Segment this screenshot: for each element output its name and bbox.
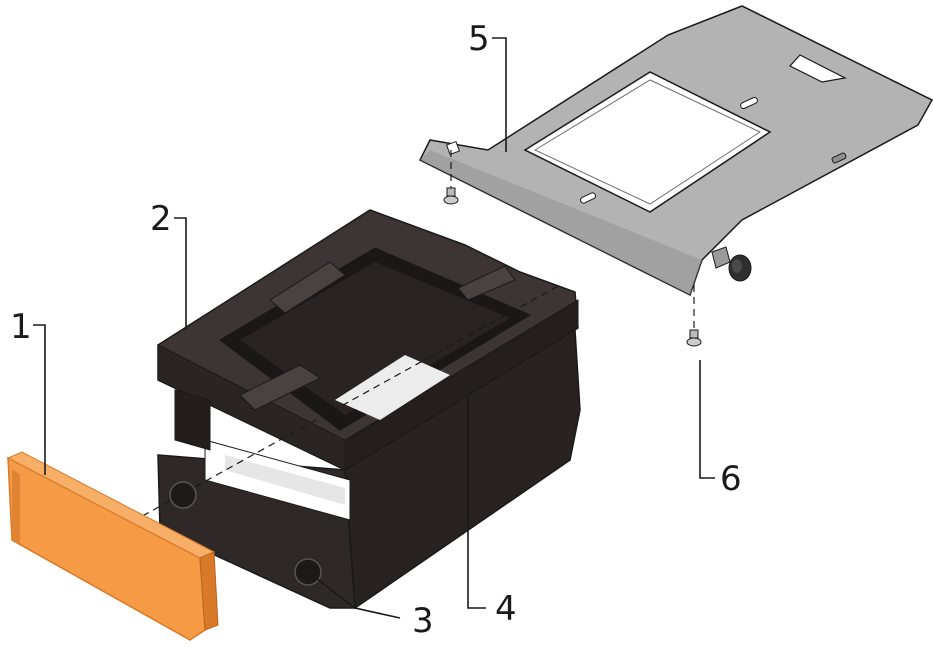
- callout-3: 3: [307, 571, 434, 641]
- screw-right: [686, 285, 702, 347]
- callout-1: 1: [10, 307, 46, 475]
- callout-label-6: 6: [720, 459, 742, 499]
- callout-label-1: 1: [10, 307, 32, 347]
- callout-6: 6: [699, 360, 742, 499]
- callout-label-5: 5: [468, 19, 490, 59]
- screw-left: [443, 150, 459, 205]
- callout-label-2: 2: [150, 199, 172, 239]
- mounting-plate: [418, 5, 933, 297]
- callout-5: 5: [468, 19, 507, 152]
- callout-label-4: 4: [495, 589, 517, 629]
- orange-cover: [6, 451, 219, 641]
- housing: [89, 209, 581, 610]
- callout-4: 4: [467, 395, 517, 629]
- callout-2: 2: [150, 199, 187, 330]
- callout-label-3: 3: [412, 601, 434, 641]
- thumb-screw: [711, 246, 752, 282]
